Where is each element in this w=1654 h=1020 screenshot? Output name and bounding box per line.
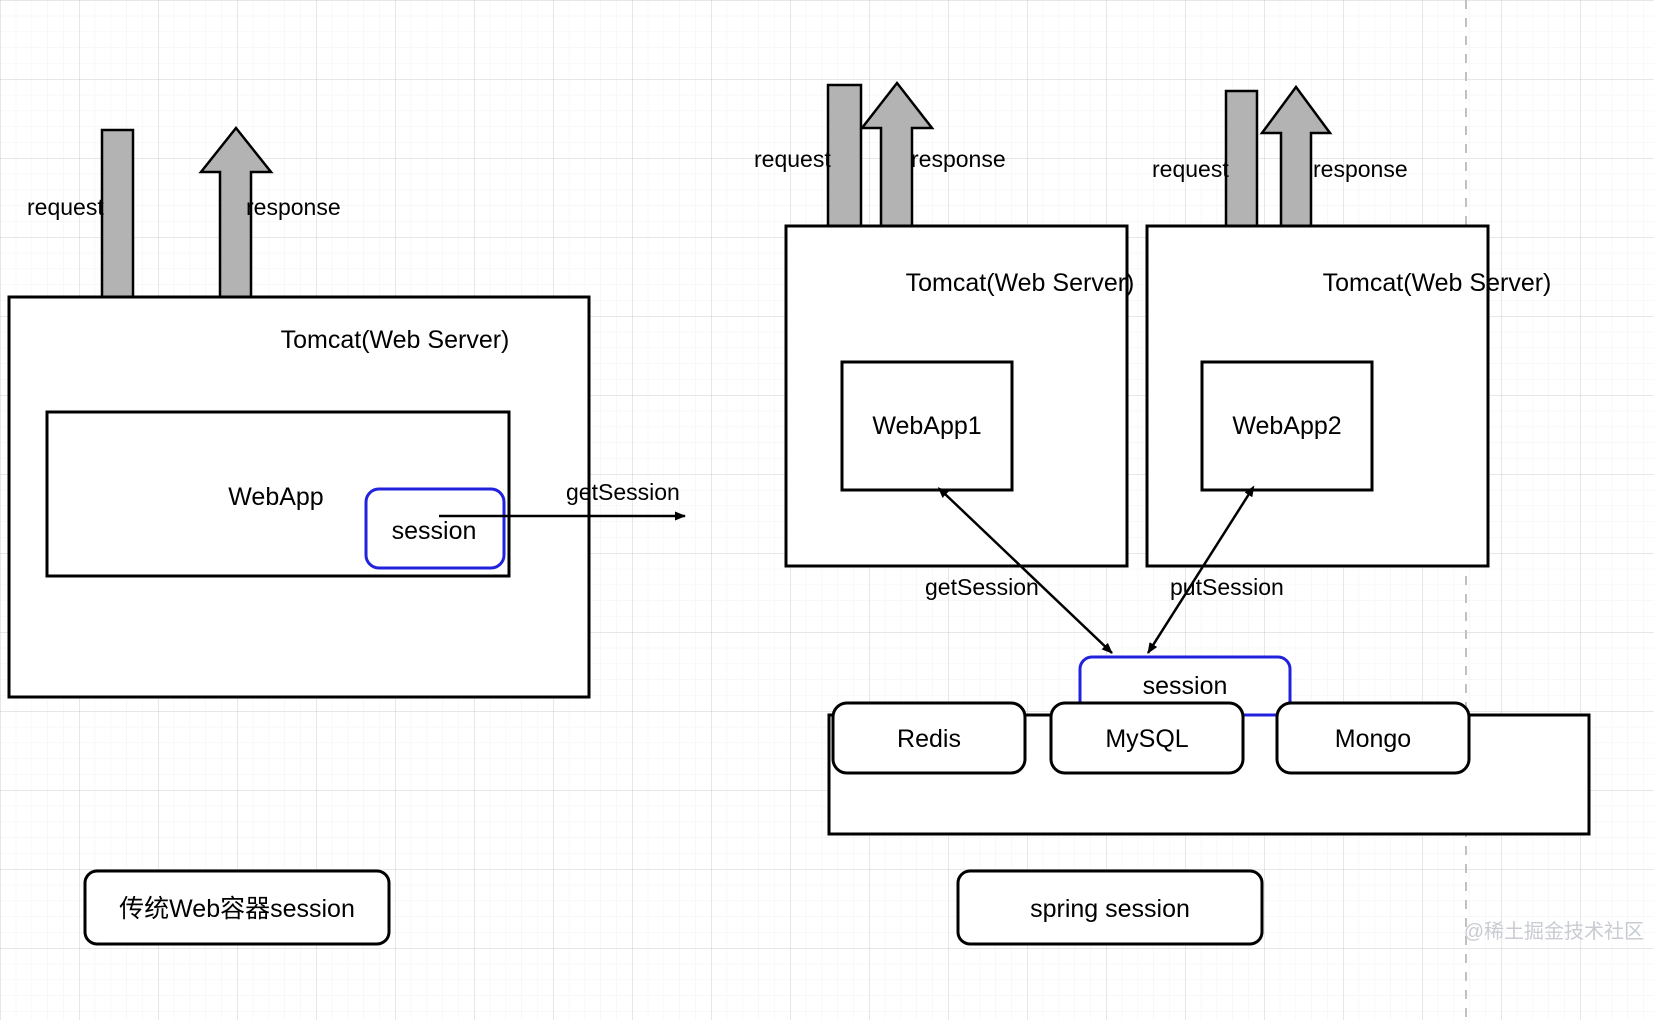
mongo-label: Mongo xyxy=(1335,725,1411,753)
right-tomcat-label-1: Tomcat(Web Server) xyxy=(906,269,1135,297)
left-get-session-label: getSession xyxy=(566,479,680,505)
right-diagram-group: request response Tomcat(Web Server) WebA… xyxy=(754,80,1591,946)
left-webapp-label: WebApp xyxy=(228,483,323,511)
left-response-label: response xyxy=(246,194,341,220)
mysql-box xyxy=(1049,701,1245,775)
left-diagram-group: request response Tomcat(Web Server) WebA… xyxy=(7,125,686,946)
right-get-session-label: getSession xyxy=(925,574,1039,600)
right-put-session-label: putSession xyxy=(1170,574,1284,600)
left-tomcat-label: Tomcat(Web Server) xyxy=(281,326,510,354)
right-request-label-1: request xyxy=(754,146,831,172)
watermark-label: @稀土掘金技术社区 xyxy=(1464,920,1644,943)
right-get-session-arrow xyxy=(937,487,1113,654)
left-request-label: request xyxy=(27,194,104,220)
right-caption-box xyxy=(956,869,1264,946)
right-request-label-2: request xyxy=(1152,156,1229,182)
webapp2-box xyxy=(1200,360,1374,492)
left-session-label: session xyxy=(392,517,477,545)
left-caption-label: 传统Web容器session xyxy=(119,895,355,923)
mongo-box xyxy=(1275,701,1471,775)
webapp1-box xyxy=(840,360,1014,492)
right-caption-label: spring session xyxy=(1030,895,1190,923)
right-response-label-1: response xyxy=(911,146,1006,172)
left-session-box xyxy=(364,487,506,570)
right-response-label-2: response xyxy=(1313,156,1408,182)
right-put-session-arrow xyxy=(1146,485,1255,654)
redis-box xyxy=(831,701,1027,775)
shared-session-label: session xyxy=(1143,672,1228,700)
webapp1-label: WebApp1 xyxy=(872,412,981,440)
webapp2-label: WebApp2 xyxy=(1232,412,1341,440)
left-caption-box xyxy=(83,869,391,946)
right-tomcat-label-2: Tomcat(Web Server) xyxy=(1323,269,1552,297)
mysql-label: MySQL xyxy=(1105,725,1188,753)
redis-label: Redis xyxy=(897,725,961,753)
